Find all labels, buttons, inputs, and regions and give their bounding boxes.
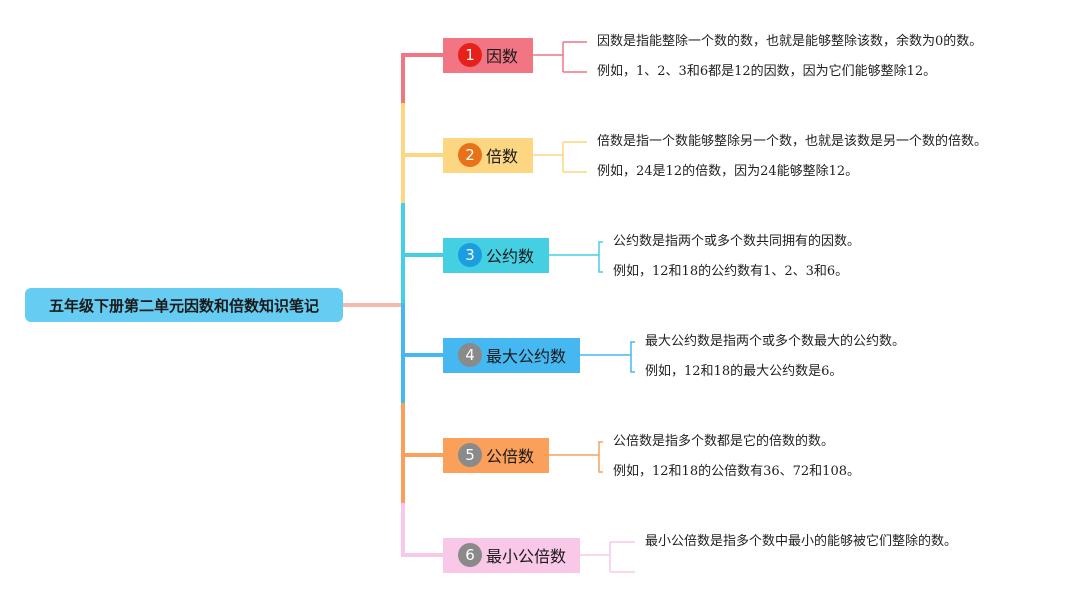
leaf-connector: [630, 355, 635, 373]
number-badge-icon: 1: [458, 43, 482, 67]
note-text[interactable]: 公约数是指两个或多个数共同拥有的因数。: [613, 234, 861, 249]
note-text[interactable]: 倍数是指一个数能够整除另一个数，也就是该数是另一个数的倍数。: [597, 134, 988, 149]
number-badge-icon: 5: [458, 443, 482, 467]
note-text[interactable]: 例如，1、2、3和6都是12的因数，因为它们能够整除12。: [597, 64, 937, 79]
note-text[interactable]: 因数是指能整除一个数的数，也就是能够整除该数，余数为0的数。: [597, 34, 983, 49]
note-text[interactable]: 公倍数是指多个数都是它的倍数的数。: [613, 434, 835, 449]
number-badge-icon: 6: [458, 543, 482, 567]
branch-topic-label: 倍数: [486, 147, 519, 166]
note-text[interactable]: 例如，12和18的公倍数有36、72和108。: [613, 464, 860, 479]
branch-topic-label: 最大公约数: [486, 347, 567, 366]
note-text[interactable]: 例如，12和18的最大公约数是6。: [645, 364, 843, 379]
leaf-connector: [598, 455, 603, 473]
branch-topic-label: 因数: [486, 47, 519, 66]
note-text[interactable]: 例如，24是12的倍数，因为24能够整除12。: [597, 164, 859, 179]
leaf-connector: [598, 241, 603, 255]
branch-topic-label: 公约数: [486, 247, 535, 266]
root-topic-label: 五年级下册第二单元因数和倍数知识笔记: [48, 296, 319, 315]
number-badge-icon: 4: [458, 343, 482, 367]
note-text[interactable]: 例如，12和18的公约数有1、2、3和6。: [613, 264, 849, 279]
number-badge-icon: 2: [458, 143, 482, 167]
root-topic[interactable]: 五年级下册第二单元因数和倍数知识笔记: [25, 288, 343, 322]
note-text[interactable]: 最大公约数是指两个或多个数最大的公约数。: [645, 334, 906, 349]
number-badge-icon: 3: [458, 243, 482, 267]
branch-topic-label: 公倍数: [486, 447, 535, 466]
leaf-connector: [630, 341, 635, 355]
leaf-connector: [598, 255, 603, 273]
leaf-connector: [598, 441, 603, 455]
branch-topic-label: 最小公倍数: [486, 547, 567, 566]
note-text[interactable]: 最小公倍数是指多个数中最小的能够被它们整除的数。: [645, 534, 958, 549]
